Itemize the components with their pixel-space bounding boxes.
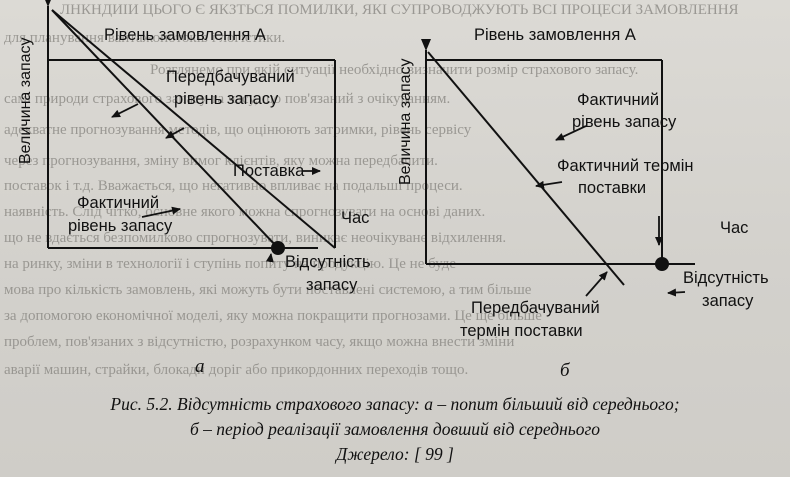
arrow-actual-a [141,206,181,218]
panel-a: Величина запасу Рівень замовлення А Пере… [17,0,371,377]
background-line: мова про кількість замовлень, які можуть… [4,282,532,298]
actual-stock-line-a [51,9,279,249]
forecast-level-label-a-2: рівень запасу [174,90,279,108]
delivery-label-a: Поставка [233,162,305,180]
y-axis-label-a: Величина запасу [17,37,34,164]
caption-source: Джерело: [ 99 ] [336,444,454,464]
stock-line-b [427,51,625,286]
background-line: самі природи страхового запасу та часу, … [4,91,450,107]
figure-number: Рис. 5.2. [110,394,173,414]
background-line: адекватне прогнозування методів, що оцін… [4,122,472,138]
caption-title: Відсутність страхового запасу: а – попит… [176,394,680,414]
reorder-level-label-b: Рівень замовлення А [474,26,636,44]
forecast-level-label-a: Передбачуваний [166,68,295,86]
actual-lead-time-label-b-2: поставки [578,179,646,197]
x-axis-label-a: Час [341,209,369,227]
background-line: за допомогою економічної моделі, яку мож… [4,308,542,324]
panel-letter-a: а [195,356,205,377]
stockout-label-b: Відсутність [683,269,769,287]
caption-line-1: Рис. 5.2. Відсутність страхового запасу:… [0,394,790,415]
arrow-forecast-lead-b [585,271,608,297]
actual-lead-time-label-b: Фактичний термін [557,157,693,175]
actual-level-label-a-2: рівень запасу [68,217,173,235]
caption-line-2: б – період реалізації замовлення довший … [189,419,601,439]
background-line: ЛНКНДИІИ ЦЬОГО Є ЯКЗТЬСЯ ПОМИЛКИ, ЯКІ СУ… [60,2,739,18]
stockout-label-a: Відсутність [285,253,371,271]
forecast-lead-time-label-b-2: термін поставки [460,322,583,340]
forecast-lead-time-label-b: Передбачуваний [471,299,600,317]
panel-b: Величина запасу Рівень замовлення А Факт… [397,26,769,381]
forecast-stock-line-a [51,9,336,249]
y-axis-label-b: Величина запасу [397,58,414,185]
stockout-point-b [655,257,669,271]
arrow-forecast-a [111,103,139,118]
arrow-stockout-b [667,288,686,297]
reorder-level-label-a: Рівень замовлення А [104,26,266,44]
actual-level-label-a: Фактичний [77,194,159,212]
background-line: аварії машин, страйки, блокади доріг або… [4,362,468,378]
background-line: поставок і т.д. Вважається, що негативно… [4,178,463,194]
panel-letter-b: б [560,360,571,381]
background-line: що не вдається безпомилково спрогнозуват… [4,230,506,246]
background-line: через прогнозування, зміну вимог клієнті… [4,153,438,169]
arrow-stockout-a [265,253,274,263]
x-axis-label-b: Час [720,219,748,237]
stockout-point-a [271,241,285,255]
arrow-actual-b [555,125,587,141]
actual-level-label-b: Фактичний [577,91,659,109]
arrow-forecast-a-2 [165,127,185,139]
background-line: Розглянемо при якій ситуації необхідно в… [150,62,638,78]
background-line: на ринку, зміни в технології і ступінь п… [4,256,456,272]
stockout-label-a-2: запасу [306,276,358,294]
arrow-actual-lead-b [535,180,563,189]
background-line: проблем, пов'язаних з відсутністю, розра… [4,334,514,350]
stockout-label-b-2: запасу [702,292,754,310]
actual-level-label-b-2: рівень запасу [572,113,677,131]
